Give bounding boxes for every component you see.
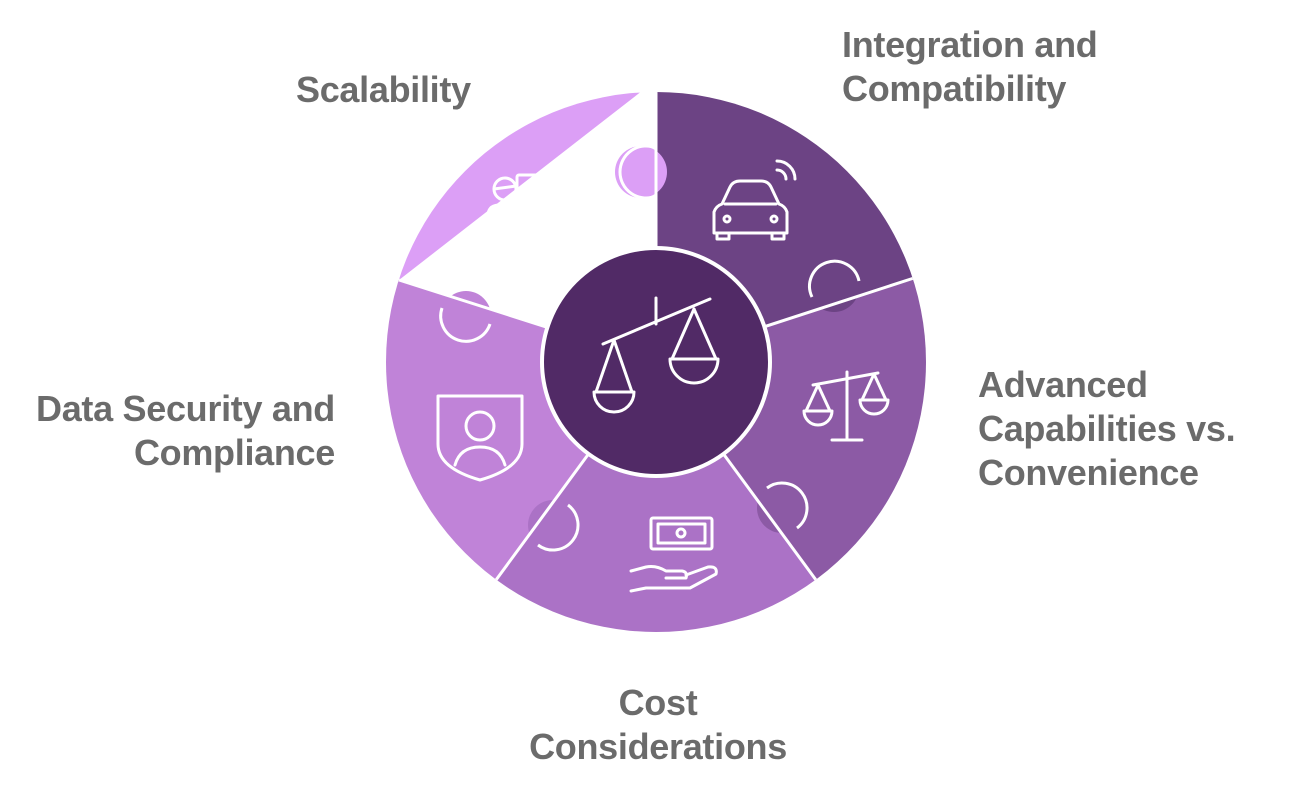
tab-scal-integ <box>615 146 667 198</box>
scales-icon <box>592 296 720 414</box>
shield-user-icon <box>436 394 524 482</box>
label-scalability: Scalability <box>296 68 471 112</box>
label-line: Compatibility <box>842 68 1067 109</box>
label-line: Advanced <box>978 364 1148 405</box>
label-line: Capabilities vs. <box>978 408 1236 449</box>
label-advanced: Advanced Capabilities vs. Convenience <box>978 363 1236 495</box>
label-line: Scalability <box>296 69 471 110</box>
label-line: Data Security and <box>36 388 336 429</box>
balance-icon <box>802 370 890 442</box>
tab-adv-cost <box>757 483 807 533</box>
tab-data-scal <box>441 291 491 341</box>
connected-car-icon <box>712 159 797 241</box>
label-integration: Integration and Compatibility <box>842 23 1098 111</box>
center-circle <box>540 246 772 478</box>
label-line: Integration and <box>842 24 1098 65</box>
label-cost: Cost Considerations <box>528 681 788 769</box>
label-line: Cost <box>618 682 698 723</box>
label-line: Compliance <box>133 432 336 473</box>
presenter-growth-icon <box>486 173 575 263</box>
money-hand-icon <box>629 516 718 593</box>
tab-cost-data <box>528 500 578 550</box>
label-data-security: Data Security and Compliance <box>36 387 335 475</box>
label-line: Convenience <box>978 452 1199 493</box>
label-line: Considerations <box>529 726 787 767</box>
